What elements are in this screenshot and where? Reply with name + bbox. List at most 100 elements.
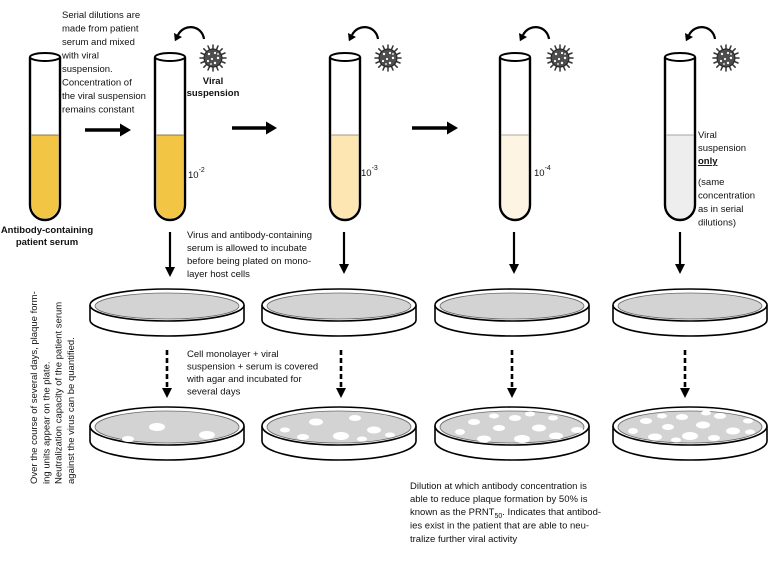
plaque [708, 435, 720, 441]
text-line: before being plated on mono- [187, 256, 311, 267]
text-line: with agar and incubated for [186, 374, 302, 385]
plaque [701, 410, 711, 416]
plaque [682, 432, 698, 440]
note-line: tralize further viral activity [410, 534, 517, 545]
note-line: (same [698, 177, 724, 188]
text-line: Cell monolayer + viral [187, 349, 279, 360]
prnt-line: known as the PRNT50. Indicates that anti… [410, 507, 601, 520]
dashed-arrow-down-icon [507, 350, 517, 398]
side-note-line: against the virus can be quantified. [66, 337, 77, 484]
plaque [696, 421, 710, 429]
plaque [297, 434, 309, 440]
dashed-arrow-down-icon [336, 350, 346, 398]
text-line: Virus and antibody-containing [187, 230, 312, 241]
intro-line: made from patient [62, 24, 139, 35]
intro-line: serum and mixed [62, 37, 135, 48]
plaque [514, 435, 530, 443]
agar-text: Cell monolayer + viral suspension + seru… [186, 349, 318, 398]
plaque [671, 437, 681, 443]
text-line: suspension + serum is covered [187, 362, 318, 373]
curved-arrow-icon [346, 26, 380, 43]
petri-dish-plated [261, 288, 417, 337]
dashed-arrow-down-icon [680, 350, 690, 398]
emphasis-label: only [698, 156, 718, 167]
arrow-right-icon [412, 121, 458, 135]
arrow-right-icon [85, 123, 131, 137]
plaque [468, 419, 480, 425]
text-line: several days [187, 387, 241, 398]
plaque [122, 436, 134, 442]
viral-suspension-label: Viral suspension [187, 76, 240, 99]
plaque [628, 428, 638, 434]
plaque [726, 427, 740, 435]
label-line: suspension [187, 88, 240, 99]
plaque [676, 414, 688, 420]
label-line: Viral [203, 76, 223, 87]
arrow-down-icon [675, 232, 685, 274]
plaque [525, 411, 535, 417]
label-line: Viral [698, 130, 717, 141]
tube-liquid [666, 135, 694, 219]
plaque [309, 418, 323, 426]
plaques-dish-3 [455, 411, 583, 443]
note-line: as in serial [698, 204, 743, 215]
plaque [477, 435, 491, 443]
intro-line: with viral [61, 51, 99, 62]
note-line: dilutions) [698, 218, 736, 229]
note-line: Dilution at which antibody concentration… [410, 481, 587, 492]
intro-line: Concentration of [62, 78, 132, 89]
plaque [280, 427, 290, 433]
plaque [385, 432, 395, 438]
note-line: able to reduce plaque formation by 50% i… [410, 494, 588, 505]
tube-liquid [31, 135, 59, 219]
tube-liquid [331, 135, 359, 219]
arrow-down-icon [509, 232, 519, 274]
side-note: Over the course of several days, plaque … [29, 291, 77, 484]
plaque [357, 436, 367, 442]
plaque [640, 418, 652, 424]
dilution-label: 10-2 [188, 167, 205, 181]
curved-arrow-icon [683, 26, 717, 43]
plaque [367, 426, 381, 434]
plaque [648, 433, 662, 441]
test-tube-serum [28, 52, 62, 222]
arrow-down-icon [165, 232, 175, 277]
side-note-line: Over the course of several days, plaque … [29, 291, 40, 484]
text-line: serum is allowed to incubate [187, 243, 307, 254]
plaque [455, 429, 465, 435]
arrow-right-icon [232, 121, 277, 135]
test-tube-dilution [498, 52, 532, 222]
test-tube-dilution [328, 52, 362, 222]
intro-line: the viral suspension [62, 91, 146, 102]
plaques-dish-4 [628, 410, 755, 443]
plaque [349, 415, 361, 421]
plaque [662, 424, 674, 430]
tube-liquid [501, 135, 529, 219]
note-line: ies exist in the patient that are able t… [410, 521, 589, 532]
plaque [489, 413, 499, 419]
virus-icon [374, 44, 402, 72]
plaque [493, 425, 505, 431]
plaque [333, 432, 349, 440]
plaque [714, 413, 726, 419]
curved-arrow-icon [517, 26, 551, 43]
intro-line: suspension. [62, 64, 113, 75]
text-line: layer host cells [187, 269, 250, 280]
label-line: suspension [698, 143, 746, 154]
petri-dish-plated [434, 288, 590, 337]
intro-line: Serial dilutions are [62, 10, 140, 21]
arrow-down-icon [339, 232, 349, 274]
control-label: Viral suspension only (same concentratio… [698, 130, 755, 229]
plaque [199, 431, 215, 439]
plaque [657, 413, 667, 419]
side-note-line: ing units appear on the plate. [41, 361, 52, 484]
plaque [745, 429, 755, 435]
plaque [548, 415, 558, 421]
plaque [571, 427, 583, 433]
plaque [149, 423, 165, 431]
dilution-label: 10-3 [361, 165, 378, 179]
virus-icon [199, 44, 227, 72]
intro-line: remains constant [62, 105, 135, 116]
incubation-text: Virus and antibody-containing serum is a… [187, 230, 312, 280]
